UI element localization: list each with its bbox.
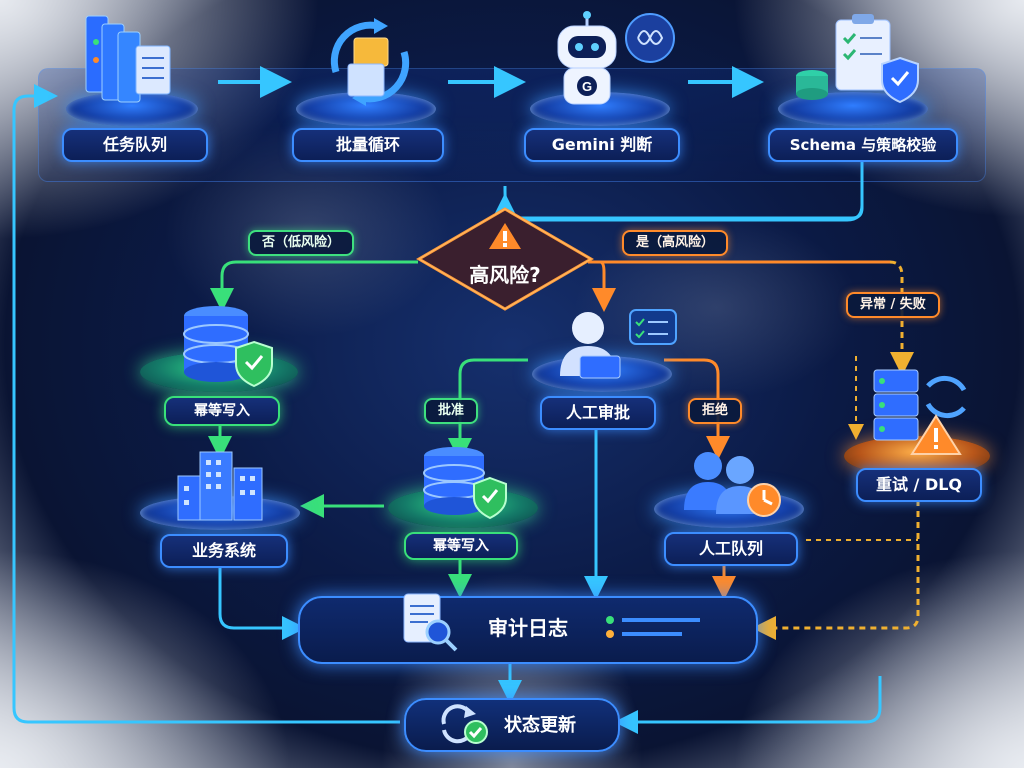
server-stack-icon [82, 12, 178, 108]
node-business-system[interactable]: 业务系统 [160, 534, 288, 568]
status-update-label: 状态更新 [504, 715, 576, 736]
arrow-feedback-loop [12, 84, 400, 724]
clipboard-shield-icon [792, 10, 922, 110]
decision-label: 高风险? [469, 263, 541, 287]
arrow-approve [448, 358, 528, 462]
node-manual-approval[interactable]: 人工审批 [540, 396, 656, 430]
arrow-retry-to-audit [752, 500, 920, 640]
node-gemini-judge[interactable]: Gemini 判断 [524, 128, 680, 162]
arrow-business-to-audit [218, 560, 306, 640]
robot-icon: G [548, 8, 680, 112]
node-retry-dlq[interactable]: 重试 / DLQ [856, 468, 982, 502]
node-manual-queue[interactable]: 人工队列 [664, 532, 798, 566]
audit-log-label: 审计日志 [488, 616, 568, 640]
server-warning-icon [866, 364, 976, 460]
edge-no-low-risk: 否（低风险） [248, 230, 355, 256]
arrow-no-low-risk [210, 260, 418, 312]
arrow-exception [889, 260, 914, 376]
arrow-right-to-status [614, 676, 882, 734]
document-search-icon [398, 590, 462, 658]
node-audit-log[interactable] [298, 596, 758, 664]
node-status-update[interactable] [404, 698, 620, 752]
edge-yes-high-risk: 是（高风险） [622, 230, 729, 256]
node-schema-validate[interactable]: Schema 与策略校验 [768, 128, 958, 162]
list-lines-icon [604, 614, 714, 646]
node-batch-loop[interactable]: 批量循环 [292, 128, 444, 162]
team-clock-icon [680, 448, 790, 532]
node-idempotent-write-left[interactable]: 幂等写入 [164, 396, 280, 426]
database-shield-icon [180, 304, 276, 394]
buildings-icon [176, 446, 272, 528]
svg-text:G: G [582, 79, 592, 94]
node-task-queue[interactable]: 任务队列 [62, 128, 208, 162]
refresh-check-icon [436, 702, 492, 750]
database-shield-icon-2 [418, 446, 514, 530]
decision-high-risk[interactable]: 高风险? [415, 205, 595, 313]
arrow-reject [664, 358, 730, 460]
edge-approve: 批准 [424, 398, 479, 424]
node-idempotent-write-center[interactable]: 幂等写入 [404, 532, 518, 560]
person-laptop-icon [552, 306, 682, 390]
edge-reject: 拒绝 [688, 398, 743, 424]
loop-folder-icon [318, 12, 422, 112]
edge-exception-failure: 异常 / 失败 [846, 292, 940, 318]
